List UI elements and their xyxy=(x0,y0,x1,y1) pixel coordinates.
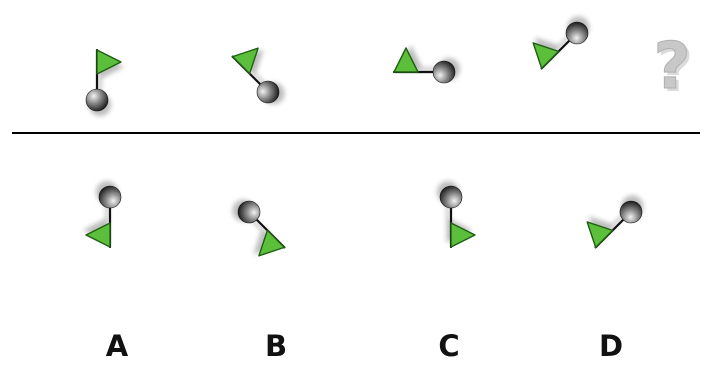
option-label-c[interactable]: C xyxy=(438,329,460,363)
fig-3-flag xyxy=(393,47,419,73)
option-b-figure-ball xyxy=(237,200,261,224)
fig-4 xyxy=(532,16,590,70)
option-c-figure-flag xyxy=(450,222,476,248)
option-label-b[interactable]: B xyxy=(264,329,288,363)
fig-1-flag xyxy=(96,49,122,75)
option-a-figure xyxy=(83,181,122,249)
option-d-figure-ball xyxy=(619,200,643,224)
option-d-figure-flag xyxy=(586,221,614,249)
fig-1 xyxy=(85,48,124,116)
option-a-figure-flag xyxy=(85,222,111,248)
option-c-figure-ball xyxy=(439,185,463,209)
fig-2-ball xyxy=(256,80,280,104)
sequence-row xyxy=(85,16,590,116)
fig-2 xyxy=(231,47,285,105)
fig-4-flag xyxy=(532,42,560,70)
option-a-figure-ball xyxy=(98,185,122,209)
option-label-a[interactable]: A xyxy=(105,329,129,363)
fig-1-ball xyxy=(85,88,109,112)
question-mark: ? ? xyxy=(653,30,694,108)
question-mark-glyph: ? xyxy=(653,30,690,104)
option-label-d[interactable]: D xyxy=(598,329,624,363)
fig-3-ball xyxy=(432,60,456,84)
options-row xyxy=(83,181,644,257)
option-d-figure xyxy=(586,195,644,249)
question-mark-shadow: ? xyxy=(656,33,693,107)
fig-3 xyxy=(392,45,460,84)
option-b-figure-flag xyxy=(258,229,286,257)
fig-2-flag xyxy=(231,47,259,75)
fig-4-ball xyxy=(565,21,589,45)
option-c-figure xyxy=(437,181,476,249)
option-b-figure xyxy=(232,199,286,257)
